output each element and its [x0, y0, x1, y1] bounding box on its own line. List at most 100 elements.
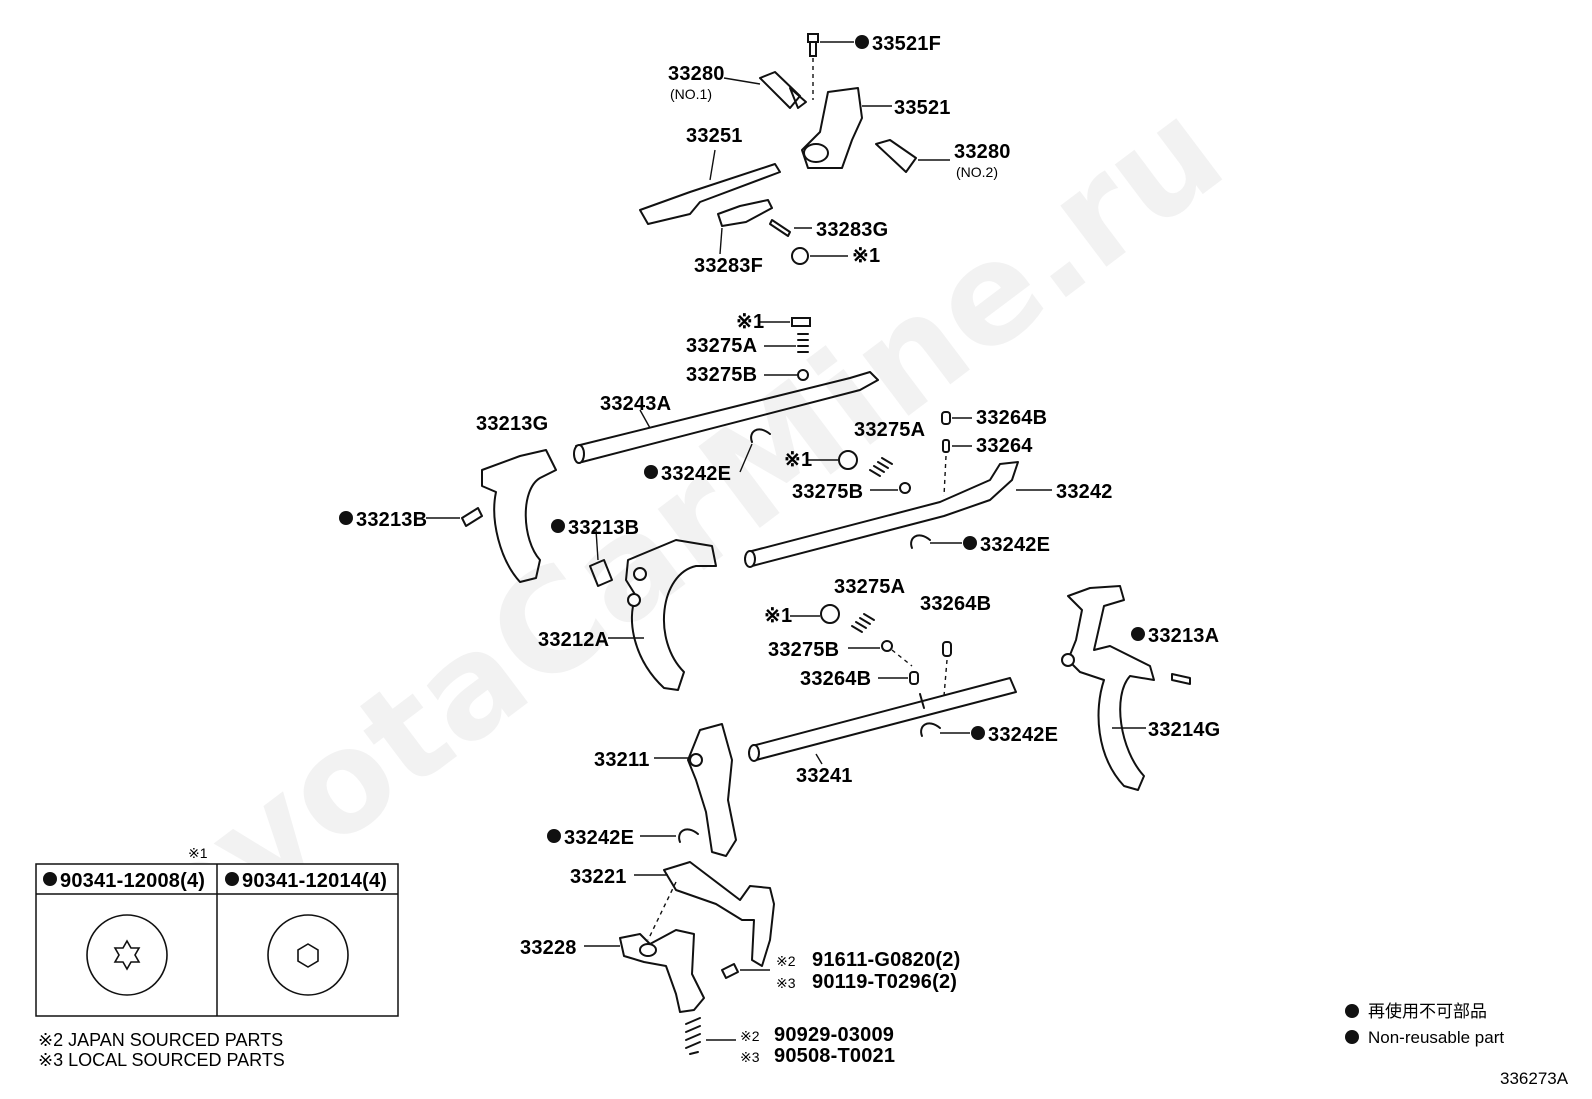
callout-33213G: 33213G — [476, 413, 548, 435]
plug-33280-no1 — [759, 71, 807, 109]
callout-x2-b: ※2 — [740, 1028, 760, 1044]
plug-33280-no2 — [875, 139, 917, 173]
callout-90929: 90929-03009 — [774, 1024, 894, 1046]
callout-33228: 33228 — [520, 937, 577, 959]
callout-33275A-c: 33275A — [834, 576, 905, 598]
pin-33264 — [942, 439, 950, 453]
bolt-33213B-b — [589, 559, 613, 587]
callout-33275B-c: 33275B — [768, 639, 839, 661]
non-reusable-dot — [855, 35, 869, 49]
lever-33211 — [687, 723, 737, 857]
ball-33275B-b — [899, 482, 911, 494]
ball-33275B-c — [881, 640, 893, 652]
callout-33275B-b: 33275B — [792, 481, 863, 503]
bolt-table-col1: 90341-12008(4) — [60, 870, 205, 892]
callout-33280-no2-sub: (NO.2) — [956, 164, 998, 180]
fork-33213G — [481, 449, 557, 583]
callout-33275A-a: 33275A — [686, 335, 757, 357]
bolt-33213B-a — [461, 507, 483, 527]
legend-en: Non-reusable part — [1368, 1028, 1504, 1047]
bolt-table-marker: ※1 — [188, 845, 208, 861]
plug-x1-top — [791, 247, 809, 265]
callout-33264B-c: 33264B — [800, 668, 871, 690]
non-reusable-dot — [551, 519, 565, 533]
callout-90508: 90508-T0021 — [774, 1045, 895, 1067]
bracket-33228 — [619, 929, 705, 1013]
plug-x1-b — [838, 450, 858, 470]
callout-33242E-d: 33242E — [564, 827, 634, 849]
diagram-id: 336273A — [1500, 1069, 1569, 1088]
circlip-33242E-c — [920, 722, 941, 737]
callout-33264B-b: 33264B — [920, 593, 991, 615]
callout-33275B-a: 33275B — [686, 364, 757, 386]
callout-33280-no1: 33280 — [668, 63, 725, 85]
callout-33213B-a: 33213B — [356, 509, 427, 531]
callout-33212A: 33212A — [538, 629, 609, 651]
callout-33211: 33211 — [594, 749, 650, 771]
callout-33214G: 33214G — [1148, 719, 1220, 741]
callout-33213A: 33213A — [1148, 625, 1219, 647]
callout-33283F: 33283F — [694, 255, 763, 277]
shaft-33242 — [744, 461, 1019, 568]
fork-33214G — [1061, 585, 1155, 791]
callout-33264: 33264 — [976, 435, 1033, 457]
bolt-91611 — [721, 963, 739, 979]
callout-x1-top: ※1 — [852, 245, 880, 267]
plug-x1-c — [820, 604, 840, 624]
legend: 再使用不可部品 Non-reusable part — [1345, 1001, 1504, 1047]
shift-head-33521 — [801, 87, 863, 169]
torx-bolt-icon — [86, 914, 168, 996]
hex-bolt-icon — [267, 914, 349, 996]
callout-x1-c: ※1 — [764, 605, 792, 627]
circlip-33242E-d — [678, 828, 699, 843]
spring-33275A-a — [797, 333, 809, 353]
circlip-33242E-a — [750, 428, 771, 443]
spring-33283F — [717, 199, 773, 227]
callout-33280-no2: 33280 — [954, 141, 1011, 163]
callout-33213B-b: 33213B — [568, 517, 639, 539]
ball-33275B-a — [797, 369, 809, 381]
non-reusable-dot — [1131, 627, 1145, 641]
pin-33264B-a — [941, 411, 951, 425]
pin-33264B-b — [942, 641, 952, 657]
callout-33242E-a: 33242E — [661, 463, 731, 485]
bolt-table-col2: 90341-12014(4) — [242, 870, 387, 892]
circlip-33242E-b — [910, 534, 931, 549]
shaft-33241 — [748, 677, 1017, 762]
non-reusable-dot — [644, 465, 658, 479]
non-reusable-dot — [963, 536, 977, 550]
callout-33242: 33242 — [1056, 481, 1113, 503]
callout-33521: 33521 — [894, 97, 951, 119]
callout-33242E-b: 33242E — [980, 534, 1050, 556]
callout-33275A-b: 33275A — [854, 419, 925, 441]
non-reusable-dot — [339, 511, 353, 525]
bolt-33521F — [807, 33, 819, 100]
callout-90119: 90119-T0296(2) — [812, 971, 957, 993]
callout-x1-b: ※1 — [784, 449, 812, 471]
spring-33275A-c — [851, 613, 875, 633]
callout-33243A: 33243A — [600, 393, 671, 415]
spring-33275A-b — [869, 457, 893, 477]
callout-33264B-a: 33264B — [976, 407, 1047, 429]
callout-33283G: 33283G — [816, 219, 888, 241]
legend-jp: 再使用不可部品 — [1368, 1001, 1487, 1021]
pin-33283G — [769, 219, 791, 237]
spring-90929 — [685, 1017, 701, 1055]
plug-x1-a — [791, 317, 811, 327]
pin-33213A — [1171, 673, 1191, 685]
non-reusable-dot — [547, 829, 561, 843]
bolt-table: ※1 90341-12008(4) 90341-12014(4) — [35, 845, 399, 1017]
callout-x2-a: ※2 — [776, 953, 796, 969]
callout-91611: 91611-G0820(2) — [812, 949, 960, 971]
note-local-sourced: ※3 LOCAL SOURCED PARTS — [38, 1050, 285, 1070]
callout-33521F: 33521F — [872, 33, 941, 55]
pin-33264B-c — [909, 671, 919, 685]
note-japan-sourced: ※2 JAPAN SOURCED PARTS — [38, 1030, 283, 1050]
callout-33241: 33241 — [796, 765, 853, 787]
callout-33251: 33251 — [686, 125, 743, 147]
callout-x3-a: ※3 — [776, 975, 796, 991]
callout-x3-b: ※3 — [740, 1049, 760, 1065]
callout-x1-a: ※1 — [736, 311, 764, 333]
non-reusable-dot — [971, 726, 985, 740]
